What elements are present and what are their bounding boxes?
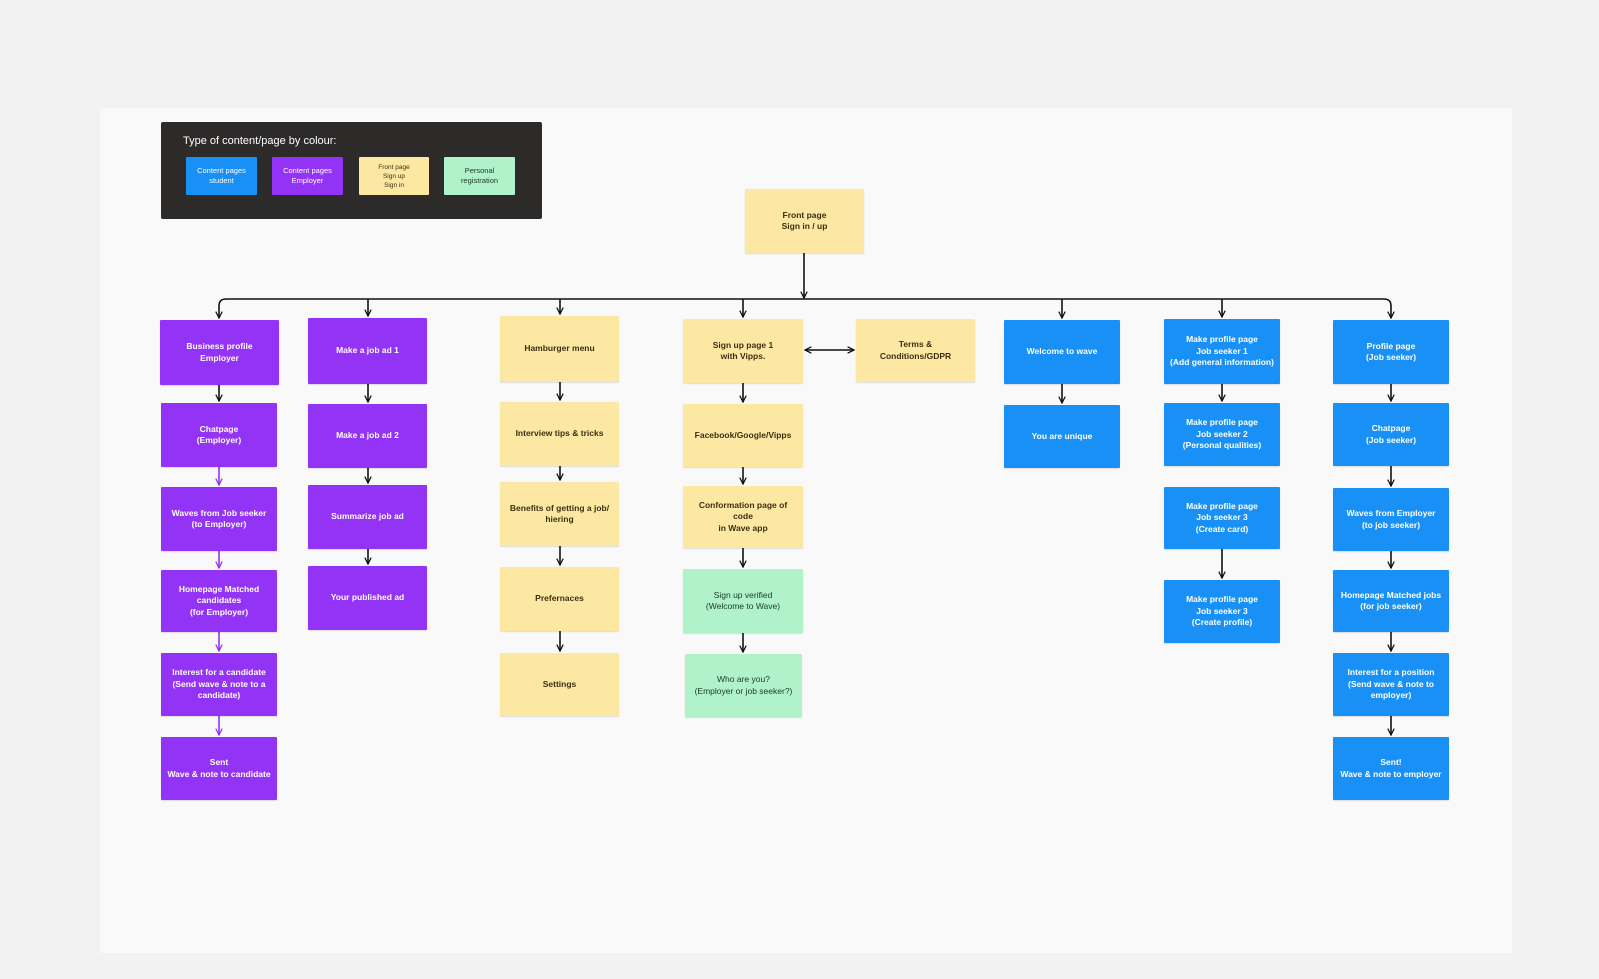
node-terms-conditions-gdpr[interactable]: Terms & Conditions/GDPR [856, 319, 975, 382]
node-interview-tips[interactable]: Interview tips & tricks [500, 402, 619, 466]
node-you-are-unique[interactable]: You are unique [1004, 405, 1120, 468]
legend-title: Type of content/page by colour: [183, 135, 337, 147]
legend-swatch-front: Front page Sign up Sign in [359, 157, 429, 195]
node-facebook-google-vipps[interactable]: Facebook/Google/Vipps [683, 404, 803, 467]
node-settings[interactable]: Settings [500, 653, 619, 716]
node-waves-from-employer[interactable]: Waves from Employer (to job seeker) [1333, 488, 1449, 551]
node-conformation-page[interactable]: Conformation page of code in Wave app [683, 486, 803, 548]
node-waves-from-job-seeker[interactable]: Waves from Job seeker (to Employer) [161, 487, 277, 551]
node-interest-for-position[interactable]: Interest for a position (Send wave & not… [1333, 653, 1449, 716]
node-sign-up-page-1[interactable]: Sign up page 1 with Vipps. [683, 319, 803, 383]
node-who-are-you[interactable]: Who are you? (Employer or job seeker?) [685, 654, 802, 717]
node-benefits[interactable]: Benefits of getting a job/ hiering [500, 482, 619, 546]
node-welcome-to-wave[interactable]: Welcome to wave [1004, 320, 1120, 384]
legend-swatch-student: Content pages student [186, 157, 257, 195]
node-make-job-ad-1[interactable]: Make a job ad 1 [308, 318, 427, 384]
node-your-published-ad[interactable]: Your published ad [308, 566, 427, 630]
node-sign-up-verified[interactable]: Sign up verified (Welcome to Wave) [683, 569, 803, 633]
node-homepage-matched-candidates[interactable]: Homepage Matched candidates (for Employe… [161, 570, 277, 632]
legend-swatch-employer: Content pages Employer [272, 157, 343, 195]
node-sent-employer[interactable]: Sent Wave & note to candidate [161, 737, 277, 800]
node-chatpage-job-seeker[interactable]: Chatpage (Job seeker) [1333, 403, 1449, 466]
node-chatpage-employer[interactable]: Chatpage (Employer) [161, 403, 277, 467]
node-make-profile-1[interactable]: Make profile page Job seeker 1 (Add gene… [1164, 319, 1280, 384]
node-summarize-job-ad[interactable]: Summarize job ad [308, 485, 427, 549]
node-sent-job-seeker[interactable]: Sent! Wave & note to employer [1333, 737, 1449, 800]
node-business-profile-employer[interactable]: Business profile Employer [160, 320, 279, 385]
node-make-profile-3-card[interactable]: Make profile page Job seeker 3 (Create c… [1164, 487, 1280, 549]
node-interest-for-candidate[interactable]: Interest for a candidate (Send wave & no… [161, 653, 277, 716]
node-front-page[interactable]: Front page Sign in / up [745, 189, 864, 253]
legend-swatch-personal: Personal registration [444, 157, 515, 195]
node-profile-page-job-seeker[interactable]: Profile page (Job seeker) [1333, 320, 1449, 384]
node-make-profile-3-profile[interactable]: Make profile page Job seeker 3 (Create p… [1164, 580, 1280, 643]
node-homepage-matched-jobs[interactable]: Homepage Matched jobs (for job seeker) [1333, 570, 1449, 632]
node-hamburger-menu[interactable]: Hamburger menu [500, 316, 619, 382]
node-prefernaces[interactable]: Prefernaces [500, 567, 619, 631]
legend: Type of content/page by colour: Content … [161, 122, 542, 219]
node-make-profile-2[interactable]: Make profile page Job seeker 2 (Personal… [1164, 403, 1280, 466]
node-make-job-ad-2[interactable]: Make a job ad 2 [308, 404, 427, 468]
